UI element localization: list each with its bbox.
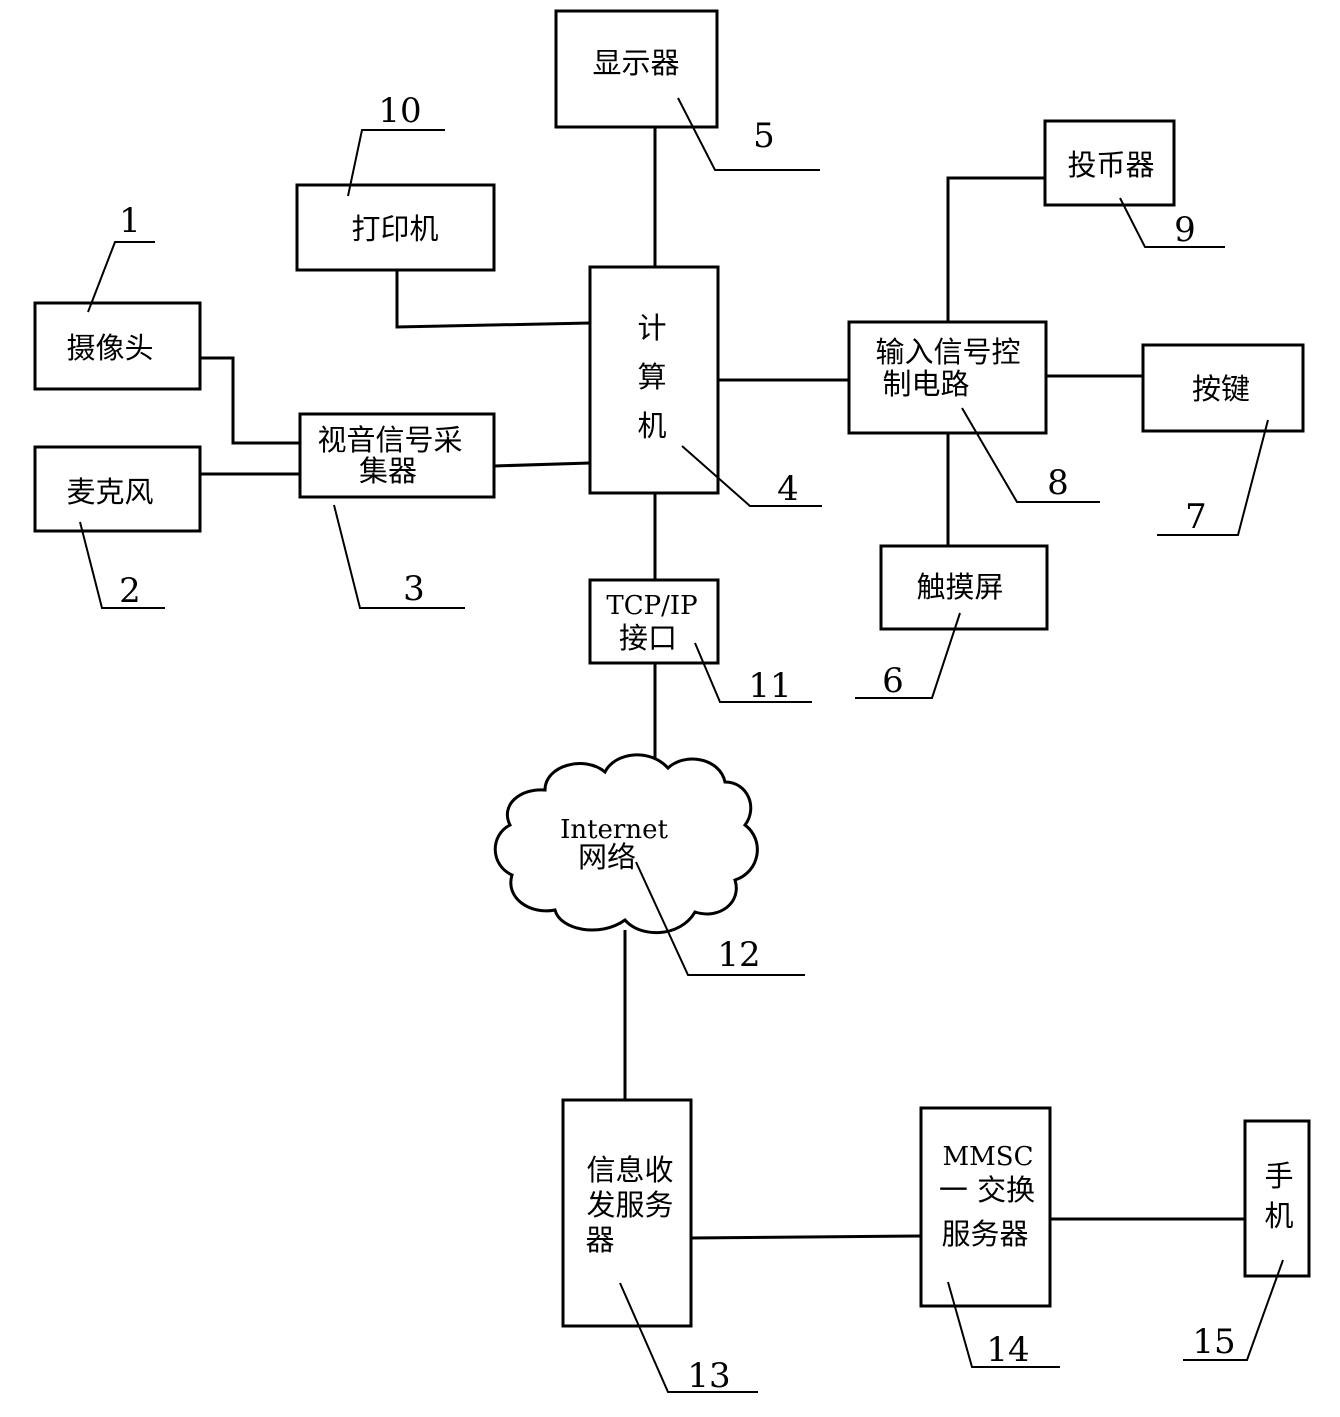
keys-label: 按键 bbox=[1192, 372, 1250, 406]
ref-number-4: 4 bbox=[777, 469, 799, 509]
ref-number-11: 11 bbox=[748, 666, 791, 706]
input-control-block: 输入信号控 制电路 bbox=[849, 322, 1046, 433]
ref-number-9: 9 bbox=[1174, 210, 1196, 250]
leader-3 bbox=[334, 505, 465, 608]
touchscreen-block: 触摸屏 bbox=[881, 546, 1047, 629]
leader-7 bbox=[1157, 420, 1268, 535]
ref-number-12: 12 bbox=[717, 935, 760, 975]
av-collector-label-line1: 视音信号采 bbox=[317, 423, 462, 457]
computer-label-line1: 计 bbox=[637, 311, 666, 345]
ref-number-14: 14 bbox=[986, 1330, 1029, 1370]
phone-block: 手 机 bbox=[1245, 1121, 1309, 1276]
coin-acceptor-block: 投币器 bbox=[1045, 121, 1174, 205]
ref-number-15: 15 bbox=[1192, 1322, 1235, 1362]
keys-block: 按键 bbox=[1143, 345, 1303, 431]
tcpip-label-line2: 接口 bbox=[619, 621, 677, 655]
microphone-label: 麦克风 bbox=[66, 475, 153, 509]
camera-label: 摄像头 bbox=[66, 331, 153, 365]
mmsc-label-line1: MMSC bbox=[943, 1142, 1034, 1172]
wire-printer-computer bbox=[397, 270, 590, 327]
ref-number-8: 8 bbox=[1047, 463, 1069, 503]
wire-input-control-coin bbox=[948, 178, 1045, 322]
phone-label-line2: 机 bbox=[1264, 1199, 1293, 1233]
camera-block: 摄像头 bbox=[35, 303, 200, 389]
ref-number-10: 10 bbox=[378, 91, 421, 131]
ref-number-3: 3 bbox=[403, 569, 425, 609]
ref-number-5: 5 bbox=[753, 116, 775, 156]
mmsc-box bbox=[921, 1108, 1050, 1306]
input-control-label-line2: 制电路 bbox=[882, 367, 969, 401]
ref-number-1: 1 bbox=[119, 201, 141, 241]
ref-number-7: 7 bbox=[1185, 497, 1207, 537]
input-control-label-line1: 输入信号控 bbox=[875, 335, 1020, 369]
ref-number-2: 2 bbox=[119, 571, 141, 611]
printer-block: 打印机 bbox=[297, 185, 494, 270]
mmsc-label-line2: 一 交换 bbox=[939, 1173, 1035, 1207]
printer-label: 打印机 bbox=[351, 212, 438, 246]
mmsc-label-line3: 服务器 bbox=[941, 1217, 1028, 1251]
connections bbox=[200, 127, 1245, 1238]
phone-label-line1: 手 bbox=[1264, 1159, 1293, 1193]
coin-acceptor-label: 投币器 bbox=[1067, 148, 1154, 182]
wire-server-mmsc bbox=[691, 1236, 921, 1238]
computer-label-line3: 机 bbox=[637, 409, 666, 443]
microphone-block: 麦克风 bbox=[35, 447, 200, 531]
computer-label-line2: 算 bbox=[637, 360, 666, 394]
info-server-label-line3: 器 bbox=[585, 1223, 614, 1257]
computer-block: 计 算 机 bbox=[590, 267, 718, 493]
ref-number-13: 13 bbox=[687, 1356, 730, 1396]
info-server-label-line1: 信息收 bbox=[586, 1153, 673, 1187]
mmsc-block: MMSC 一 交换 服务器 bbox=[921, 1108, 1050, 1306]
wire-collector-computer bbox=[494, 463, 590, 466]
internet-block: Internet 网络 bbox=[495, 755, 757, 933]
touchscreen-label: 触摸屏 bbox=[916, 570, 1003, 604]
info-server-label-line2: 发服务 bbox=[586, 1188, 673, 1222]
wire-camera-collector bbox=[200, 358, 300, 443]
info-server-block: 信息收 发服务 器 bbox=[563, 1100, 691, 1326]
internet-label-line2: 网络 bbox=[578, 840, 636, 874]
tcpip-label-line1: TCP/IP bbox=[606, 591, 697, 621]
av-collector-label-line2: 集器 bbox=[359, 454, 417, 488]
ref-number-6: 6 bbox=[882, 661, 904, 701]
av-collector-block: 视音信号采 集器 bbox=[300, 414, 494, 497]
display-block: 显示器 bbox=[556, 11, 717, 127]
display-label: 显示器 bbox=[592, 46, 679, 80]
